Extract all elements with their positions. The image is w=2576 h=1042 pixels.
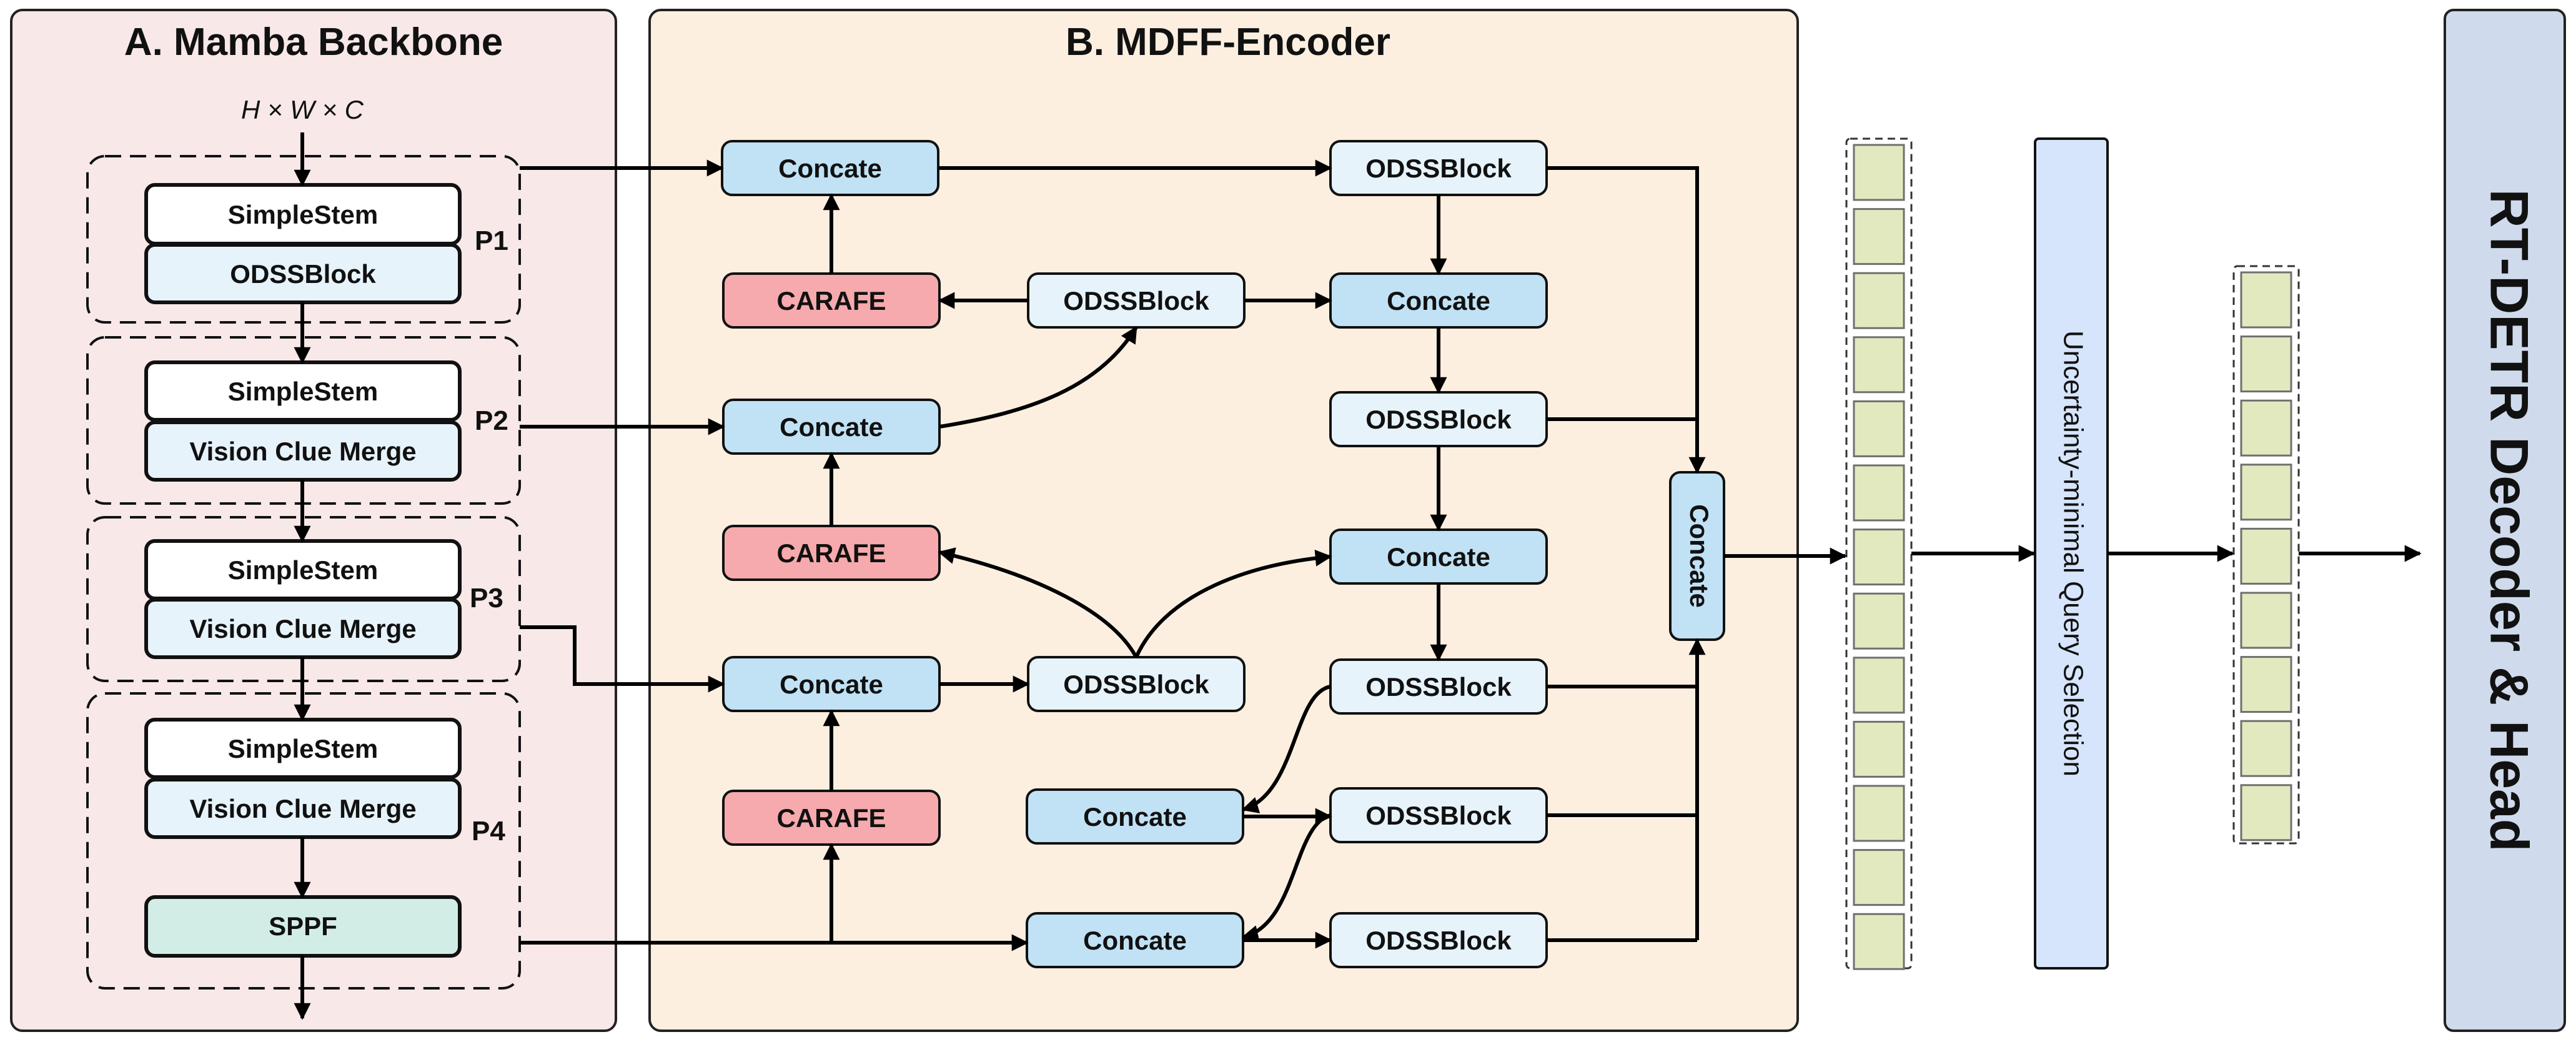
query-token-cell	[2240, 464, 2292, 521]
encoder-output-token-cells	[1853, 144, 1905, 970]
encoder-title: B. MDFF-Encoder	[1066, 21, 1390, 64]
selected-query-token-cells	[2240, 271, 2292, 841]
decoder-label: RT-DETR Decoder & Head	[2479, 189, 2539, 852]
arrow-c2-to-o2	[939, 325, 1138, 429]
p1-odssblock-label: ODSSBlock	[230, 259, 376, 289]
token-cell	[1853, 464, 1905, 522]
odssblock-o5-label: ODSSBlock	[1365, 672, 1512, 702]
arrow-o4-to-c5	[1134, 549, 1332, 658]
query-token-cell	[2240, 399, 2292, 457]
concate-c3-label: Concate	[780, 670, 883, 699]
query-token-cell	[2240, 784, 2292, 841]
odssblock-o7-label: ODSSBlock	[1365, 926, 1512, 955]
concate-c4-label: Concate	[1387, 286, 1490, 315]
token-cell	[1853, 144, 1905, 201]
odssblock-o4-label: ODSSBlock	[1063, 670, 1209, 699]
odssblock-o2-label: ODSSBlock	[1063, 286, 1209, 315]
p4-simplestem-label: SimpleStem	[228, 734, 378, 763]
input-size-label: H × W × C	[241, 95, 364, 124]
p4-vision-clue-merge-label: Vision Clue Merge	[189, 794, 416, 823]
arrow-o5-to-c6	[1241, 685, 1331, 813]
token-cell	[1853, 913, 1905, 970]
token-cell	[1853, 528, 1905, 586]
encoder-panel-bg	[648, 9, 1799, 1032]
query-token-cell	[2240, 271, 2292, 329]
query-token-cell	[2240, 720, 2292, 777]
carafe-3-label: CARAFE	[777, 803, 886, 833]
p2-simplestem-label: SimpleStem	[228, 377, 378, 406]
concate-c2-label: Concate	[780, 412, 883, 442]
connectors	[294, 132, 2422, 1020]
carafe-2-label: CARAFE	[777, 538, 886, 568]
carafe-1-label: CARAFE	[777, 286, 886, 315]
stage-p3-label: P3	[470, 583, 503, 613]
encoder-panel: B. MDFF-Encoder Concate Concate Concate …	[648, 9, 1799, 1032]
backbone-panel: A. Mamba Backbone H × W × C P1 P2 P3 P4 …	[10, 9, 617, 1032]
concate-c1-label: Concate	[778, 154, 882, 183]
p3-vision-clue-merge-label: Vision Clue Merge	[189, 614, 416, 643]
arrow-o6-to-c7	[1241, 813, 1331, 942]
token-cell	[1853, 592, 1905, 650]
query-token-cell	[2240, 656, 2292, 713]
query-token-cell	[2240, 592, 2292, 649]
token-cell	[1853, 208, 1905, 265]
arrow-o1-to-final	[1547, 166, 1706, 474]
selected-query-token-group	[2232, 265, 2300, 845]
odssblock-o6-label: ODSSBlock	[1365, 801, 1512, 830]
stage-p4-label: P4	[472, 816, 505, 846]
query-token-cell	[2240, 335, 2292, 393]
decoder-panel	[2444, 9, 2566, 1032]
odssblock-o1-label: ODSSBlock	[1365, 154, 1512, 183]
selected-query-tokens	[2232, 265, 2300, 845]
backbone-panel-bg	[10, 9, 617, 1032]
token-cell	[1853, 849, 1905, 906]
query-token-cell	[2240, 527, 2292, 585]
token-cell	[1853, 400, 1905, 457]
encoder-output-tokens	[1845, 137, 1913, 970]
concate-c5-label: Concate	[1387, 542, 1490, 572]
concate-final-label: Concate	[1685, 504, 1714, 608]
concate-c7-label: Concate	[1083, 926, 1187, 955]
odssblock-o3-label: ODSSBlock	[1365, 405, 1512, 434]
concate-c6-label: Concate	[1083, 802, 1187, 831]
p3-simplestem-label: SimpleStem	[228, 555, 378, 585]
p1-simplestem-label: SimpleStem	[228, 200, 378, 229]
p4-sppf-label: SPPF	[269, 911, 337, 941]
query-selection-label: Uncertainty-minimal Query Selection	[2058, 330, 2088, 777]
token-cell	[1853, 336, 1905, 394]
stage-p1-label: P1	[475, 226, 508, 256]
token-cell	[1853, 720, 1905, 778]
token-cell	[1853, 785, 1905, 842]
stage-p2-label: P2	[475, 405, 508, 436]
backbone-title: A. Mamba Backbone	[124, 21, 503, 64]
token-cell	[1853, 657, 1905, 714]
arrow-p3-to-concate-c3	[520, 625, 725, 693]
arrow-o4-to-carafe2	[938, 547, 1138, 658]
token-cell	[1853, 272, 1905, 329]
p2-vision-clue-merge-label: Vision Clue Merge	[189, 437, 416, 466]
